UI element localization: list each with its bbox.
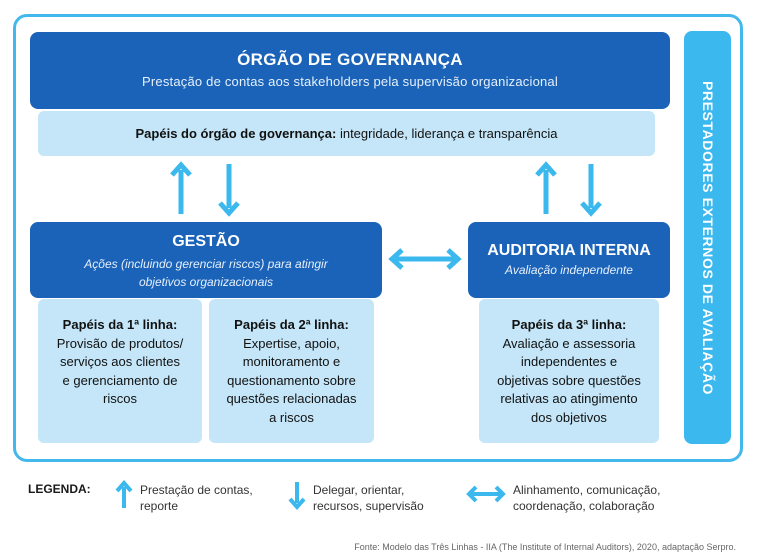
legend-title: LEGENDA: bbox=[28, 482, 91, 496]
legend-up-text: Prestação de contas, reporte bbox=[140, 482, 253, 514]
legend-down-arrow-icon bbox=[288, 482, 306, 511]
legend-down-text: Delegar, orientar, recursos, supervisão bbox=[313, 482, 424, 514]
internal-audit-title: AUDITORIA INTERNA bbox=[487, 242, 651, 259]
third-line-text: relativas ao atingimento bbox=[500, 391, 638, 406]
legend-bidirectional-arrow-icon bbox=[466, 485, 506, 503]
source-caption: Fonte: Modelo das Três Linhas - IIA (The… bbox=[354, 542, 736, 552]
governing-body-title: ÓRGÃO DE GOVERNANÇA bbox=[237, 50, 463, 69]
legend-down-line: recursos, supervisão bbox=[313, 499, 424, 513]
external-assurance-label: PRESTADORES EXTERNOS DE AVALIAÇÃO bbox=[699, 80, 716, 395]
internal-audit-subtitle: Avaliação independente bbox=[505, 263, 633, 277]
alignment-bidirectional-arrow bbox=[388, 248, 462, 270]
management-subtitle-line: objetivos organizacionais bbox=[138, 275, 274, 289]
governing-body-roles: Papéis do órgão de governança: integrida… bbox=[38, 111, 655, 156]
third-line-text: objetivas sobre questões bbox=[497, 372, 641, 388]
first-line-text: Provisão de produtos/ bbox=[56, 335, 184, 351]
diagram-frame bbox=[13, 14, 743, 462]
first-line-text: e gerenciamento de bbox=[62, 372, 178, 388]
first-line-text: riscos bbox=[103, 391, 137, 406]
second-line-text: a riscos bbox=[269, 409, 314, 425]
accountability-up-arrow-left bbox=[170, 161, 192, 214]
governing-body-roles-text: integridade, liderança e transparência bbox=[336, 126, 558, 141]
management-subtitle-line: Ações (incluindo gerenciar riscos) para … bbox=[84, 257, 328, 271]
first-line-heading: Papéis da 1ª linha: bbox=[62, 317, 178, 332]
internal-audit-box: AUDITORIA INTERNA Avaliação independente bbox=[468, 222, 670, 298]
legend-up-line: reporte bbox=[140, 499, 179, 513]
third-line-text: dos objetivos bbox=[531, 409, 607, 425]
legend-both-line: Alinhamento, comunicação, bbox=[513, 483, 661, 497]
second-line-text: questões relacionadas bbox=[226, 391, 357, 406]
accountability-up-arrow-right bbox=[535, 161, 557, 214]
legend-both-line: coordenação, colaboração bbox=[513, 499, 655, 513]
second-line-heading: Papéis da 2ª linha: bbox=[234, 317, 349, 332]
delegate-down-arrow-right bbox=[580, 164, 602, 217]
governing-body-box: ÓRGÃO DE GOVERNANÇA Prestação de contas … bbox=[30, 32, 670, 109]
legend-both-text: Alinhamento, comunicação, coordenação, c… bbox=[513, 482, 660, 514]
second-line-text: questionamento sobre bbox=[227, 372, 356, 388]
management-box: GESTÃO Ações (incluindo gerenciar riscos… bbox=[30, 222, 382, 298]
legend-down-line: Delegar, orientar, bbox=[313, 483, 405, 497]
third-line-heading: Papéis da 3ª linha: bbox=[511, 317, 627, 332]
second-line-text: Expertise, apoio, bbox=[243, 335, 340, 351]
second-line-roles-box: Papéis da 2ª linha: Expertise, apoio, mo… bbox=[209, 299, 374, 443]
legend-up-line: Prestação de contas, bbox=[140, 483, 253, 497]
management-title: GESTÃO bbox=[172, 233, 240, 250]
second-line-text: monitoramento e bbox=[242, 354, 341, 369]
governing-body-roles-heading: Papéis do órgão de governança: bbox=[135, 126, 337, 141]
delegate-down-arrow-left bbox=[218, 164, 240, 217]
external-assurance-bar: PRESTADORES EXTERNOS DE AVALIAÇÃO bbox=[684, 31, 731, 444]
third-line-text: Avaliação e assessoria bbox=[502, 335, 636, 351]
third-line-roles-box: Papéis da 3ª linha: Avaliação e assessor… bbox=[479, 299, 659, 443]
legend-up-arrow-icon bbox=[115, 479, 133, 508]
third-line-text: independentes e bbox=[520, 354, 618, 369]
management-subtitle: Ações (incluindo gerenciar riscos) para … bbox=[30, 255, 382, 291]
first-line-roles-box: Papéis da 1ª linha: Provisão de produtos… bbox=[38, 299, 202, 443]
governing-body-subtitle: Prestação de contas aos stakeholders pel… bbox=[142, 74, 558, 89]
first-line-text: serviços aos clientes bbox=[60, 354, 180, 369]
